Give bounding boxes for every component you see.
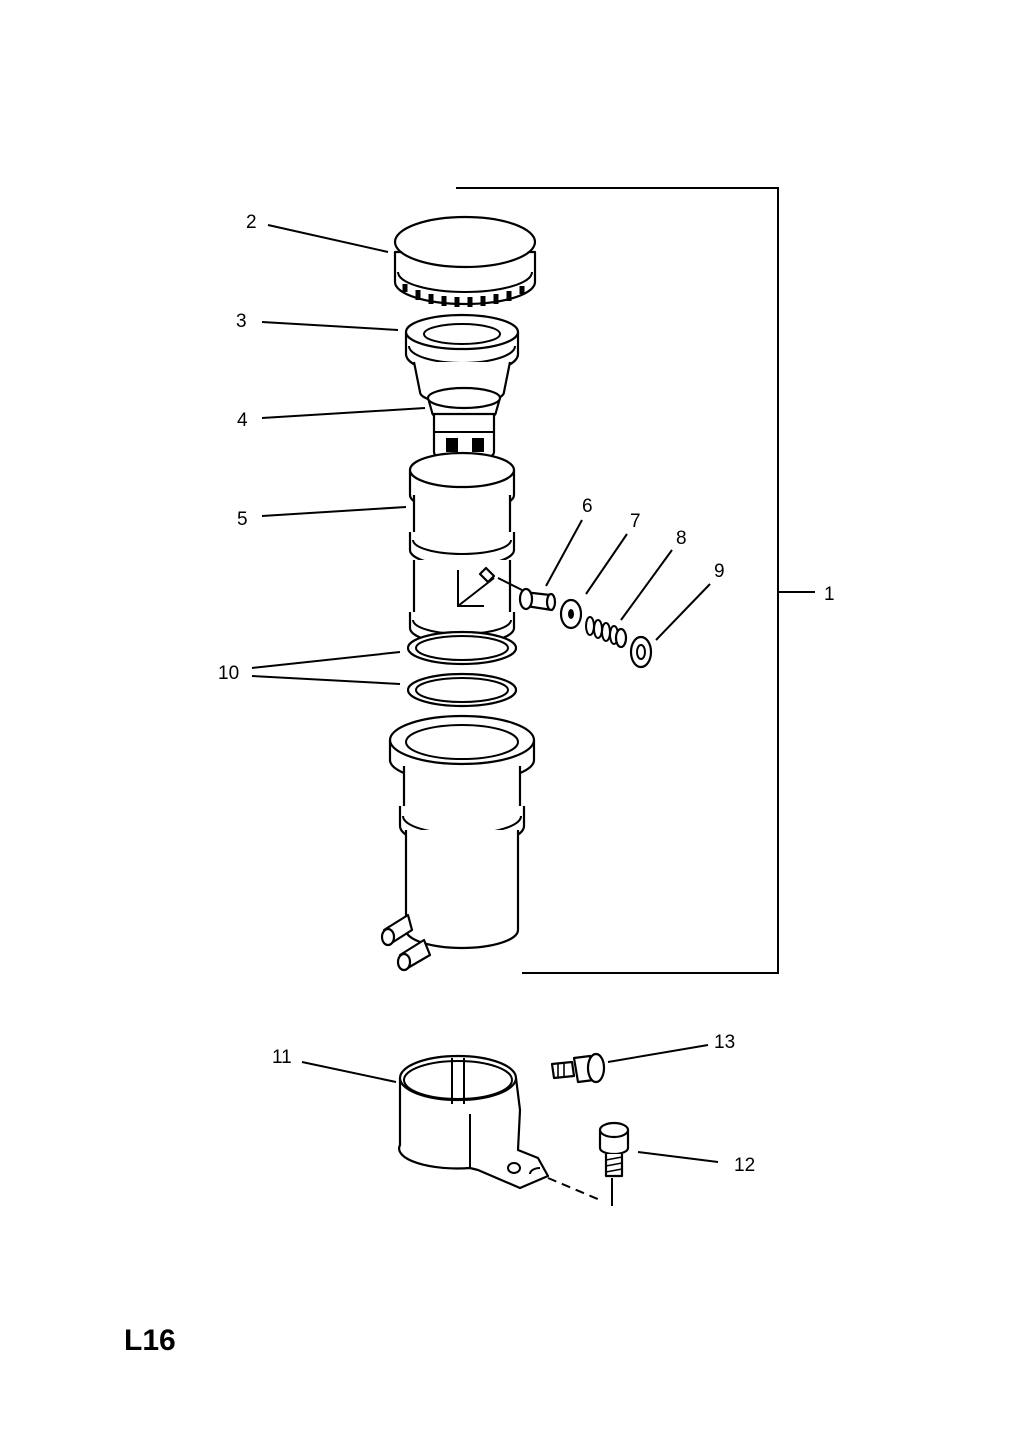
callout-5: 5 (237, 509, 248, 530)
part-7-washer (559, 598, 583, 630)
callout-8: 8 (676, 528, 687, 549)
reservoir-body (380, 714, 536, 972)
callout-2: 2 (246, 212, 257, 233)
part-9-seal-washer (629, 635, 653, 669)
part-5-inner-tube (408, 451, 516, 646)
callout-9: 9 (714, 561, 725, 582)
part-11-mounting-clamp (398, 1054, 601, 1201)
leader-lines (251, 224, 719, 1163)
callout-10: 10 (218, 663, 239, 684)
part-8-spring (585, 616, 628, 649)
assembly-bracket (456, 187, 815, 974)
diagram-code: L16 (124, 1324, 176, 1357)
part-6-valve-pin (497, 577, 557, 612)
callout-1: 1 (824, 584, 835, 605)
part-2-filler-cap (393, 215, 537, 307)
part-10-o-rings (406, 630, 518, 708)
callout-13: 13 (714, 1032, 735, 1053)
callout-3: 3 (236, 311, 247, 332)
part-13-bolt (550, 1052, 606, 1084)
callout-6: 6 (582, 496, 593, 517)
callout-labels: 1 2 3 4 5 6 7 8 9 10 11 12 13 (218, 212, 835, 1176)
part-4-valve-insert (426, 386, 502, 464)
part-12-bolt (598, 1121, 630, 1206)
callout-11: 11 (272, 1047, 292, 1068)
callout-4: 4 (237, 410, 248, 431)
callout-12: 12 (734, 1155, 755, 1176)
callout-7: 7 (630, 511, 641, 532)
